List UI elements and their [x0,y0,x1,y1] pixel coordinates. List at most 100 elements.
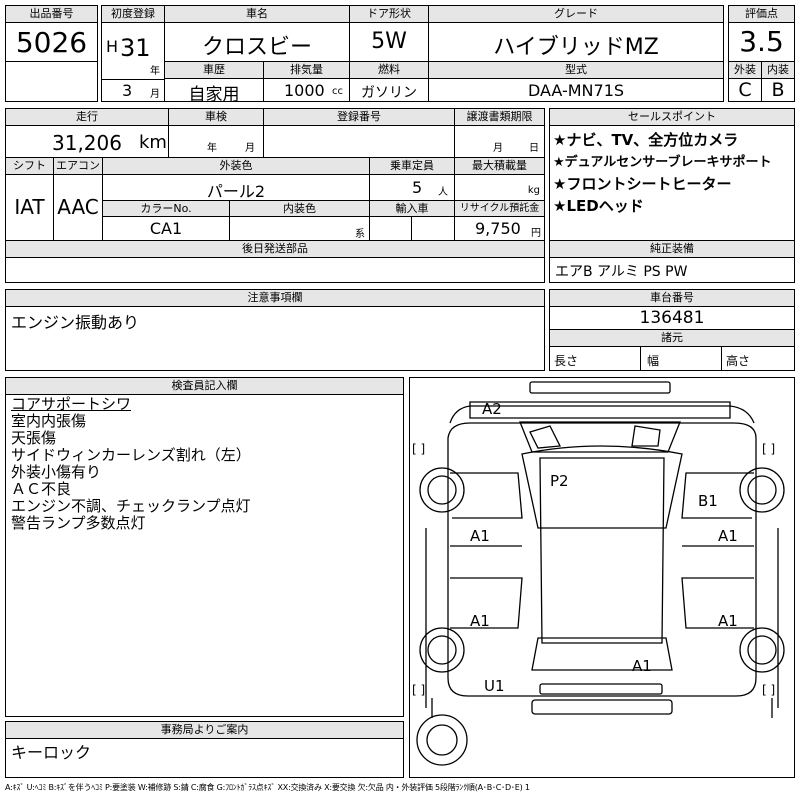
displacement: 1000 [284,81,325,100]
colorno: CA1 [149,219,183,238]
fuel-cell: ガソリン [349,78,429,102]
equipment-label: 純正装備 [549,240,795,258]
lot-number: 5026 [15,26,88,59]
lot-number-cell: 5026 [5,22,98,62]
inspection-year-unit: 年 [207,143,217,154]
office-cell: キーロック [5,738,404,778]
import-cell-2 [411,216,455,241]
mileage-unit: km [139,132,167,153]
reg-month: 3 [122,81,133,100]
inspector-line-2: 室内内張傷 [11,412,87,430]
damage-mark-u1: U1 [484,677,505,695]
ac-label: エアコン [53,157,103,175]
grade-label: グレード [428,5,724,23]
car-name-cell: クロスビー [164,22,350,62]
chassis-cell: 136481 [549,306,795,330]
intcolor-unit: 系 [355,229,365,240]
ac-cell: AAC [53,174,103,241]
inspector-line-8: 警告ランプ多数点灯 [11,514,146,532]
recycle-label: リサイクル預託金 [454,200,545,217]
transfer-label: 譲渡書類期限 [454,108,545,126]
caution-text: エンジン振動あり [11,313,140,332]
inspector-line-3: 天張傷 [11,429,57,447]
damage-mark-a1-rear: A1 [632,657,652,675]
inspector-line-6: ＡＣ不良 [11,480,72,498]
bracket-left-1: [ ] [412,442,425,456]
car-diagram-frame: A2 P2 B1 A1 A1 A1 A1 A1 U1 [ ] [ ] [ ] [… [409,377,795,778]
inspection-cell: 年 月 [168,125,264,158]
shift-label: シフト [5,157,54,175]
damage-mark-a1-rear-left: A1 [470,612,490,630]
score-cell: 3.5 [728,22,795,62]
fuel-label: 燃料 [349,61,429,79]
dims-label: 諸元 [549,329,795,347]
colorno-label: カラーNo. [102,200,230,217]
exterior-grade: C [738,79,752,101]
transfer-cell: 月 日 [454,125,545,158]
cc-unit: cc [332,86,343,97]
inspector-label: 検査員記入欄 [5,377,404,395]
inspection-label: 車検 [168,108,264,126]
inspector-cell: コアサポートシワ 室内内張傷 天張傷 サイドウィンカーレンズ割れ（左） 外装小傷… [5,394,404,717]
interior-cell: B [761,78,795,102]
reg-month-cell: 3 月 [101,79,165,102]
caution-cell: エンジン振動あり [5,306,545,371]
reg-year: 31 [120,34,151,62]
damage-mark-a2: A2 [482,400,502,418]
sales-points-label: セールスポイント [549,108,795,126]
capacity-unit: 人 [438,187,448,198]
colorno-cell: CA1 [102,216,230,241]
model: DAA-MN71S [527,81,625,100]
sales-point-4: ★LEDヘッド [553,197,644,215]
inspection-month-unit: 月 [245,143,255,154]
reg-year-unit: 年 [150,66,160,77]
fuel: ガソリン [361,85,417,101]
damage-mark-a1-front-right: A1 [718,527,738,545]
office-text: キーロック [11,743,92,762]
car-name-label: 車名 [164,5,350,23]
car-diagram: A2 P2 B1 A1 A1 A1 A1 A1 U1 [ ] [ ] [ ] [… [412,381,785,766]
transfer-day-unit: 日 [529,143,539,154]
doors: 5W [371,29,407,54]
capacity-cell: 5 人 [369,174,455,201]
dims-height-cell: 高さ [721,346,795,371]
ac: AAC [57,195,99,219]
load-cell: kg [454,174,545,201]
reg-era: H [106,37,119,56]
intcolor-cell: 系 [229,216,370,241]
caution-label: 注意事項欄 [5,289,545,307]
sales-point-3: ★フロントシートヒーター [553,175,732,193]
load-unit: kg [527,185,540,196]
office-label: 事務局よりご案内 [5,721,404,739]
score: 3.5 [739,25,784,58]
bracket-right-1: [ ] [762,442,775,456]
chassis-label: 車台番号 [549,289,795,307]
inspector-line-1: コアサポートシワ [11,395,132,413]
bracket-right-2: [ ] [762,683,775,697]
displacement-cell: 1000 cc [263,78,350,102]
load-label: 最大積載量 [454,157,545,175]
sales-point-1: ★ナビ、TV、全方位カメラ [553,131,739,149]
interior-grade: B [771,79,785,101]
import-label: 輸入車 [369,200,455,217]
regno-label: 登録番号 [263,108,455,126]
dims-length-label: 長さ [554,354,579,368]
dims-height-label: 高さ [726,354,751,368]
intcolor-label: 内装色 [229,200,370,217]
mileage: 31,206 [52,131,122,155]
reg-month-unit: 月 [150,89,160,100]
model-cell: DAA-MN71S [428,78,724,102]
inspector-line-5: 外装小傷有り [11,463,102,481]
lot-number-label: 出品番号 [5,5,98,23]
displacement-label: 排気量 [263,61,350,79]
history-label: 車歴 [164,61,264,79]
shift: IAT [14,195,45,219]
grade: ハイブリッドMZ [493,35,659,60]
color-label: 外装色 [102,157,370,175]
transfer-month-unit: 月 [493,143,503,154]
bracket-left-2: [ ] [412,683,425,697]
history: 自家用 [188,85,240,105]
damage-mark-a1-front-left: A1 [470,527,490,545]
sales-point-2: ★デュアルセンサーブレーキサポート [553,155,772,170]
recycle-unit: 円 [531,228,541,239]
